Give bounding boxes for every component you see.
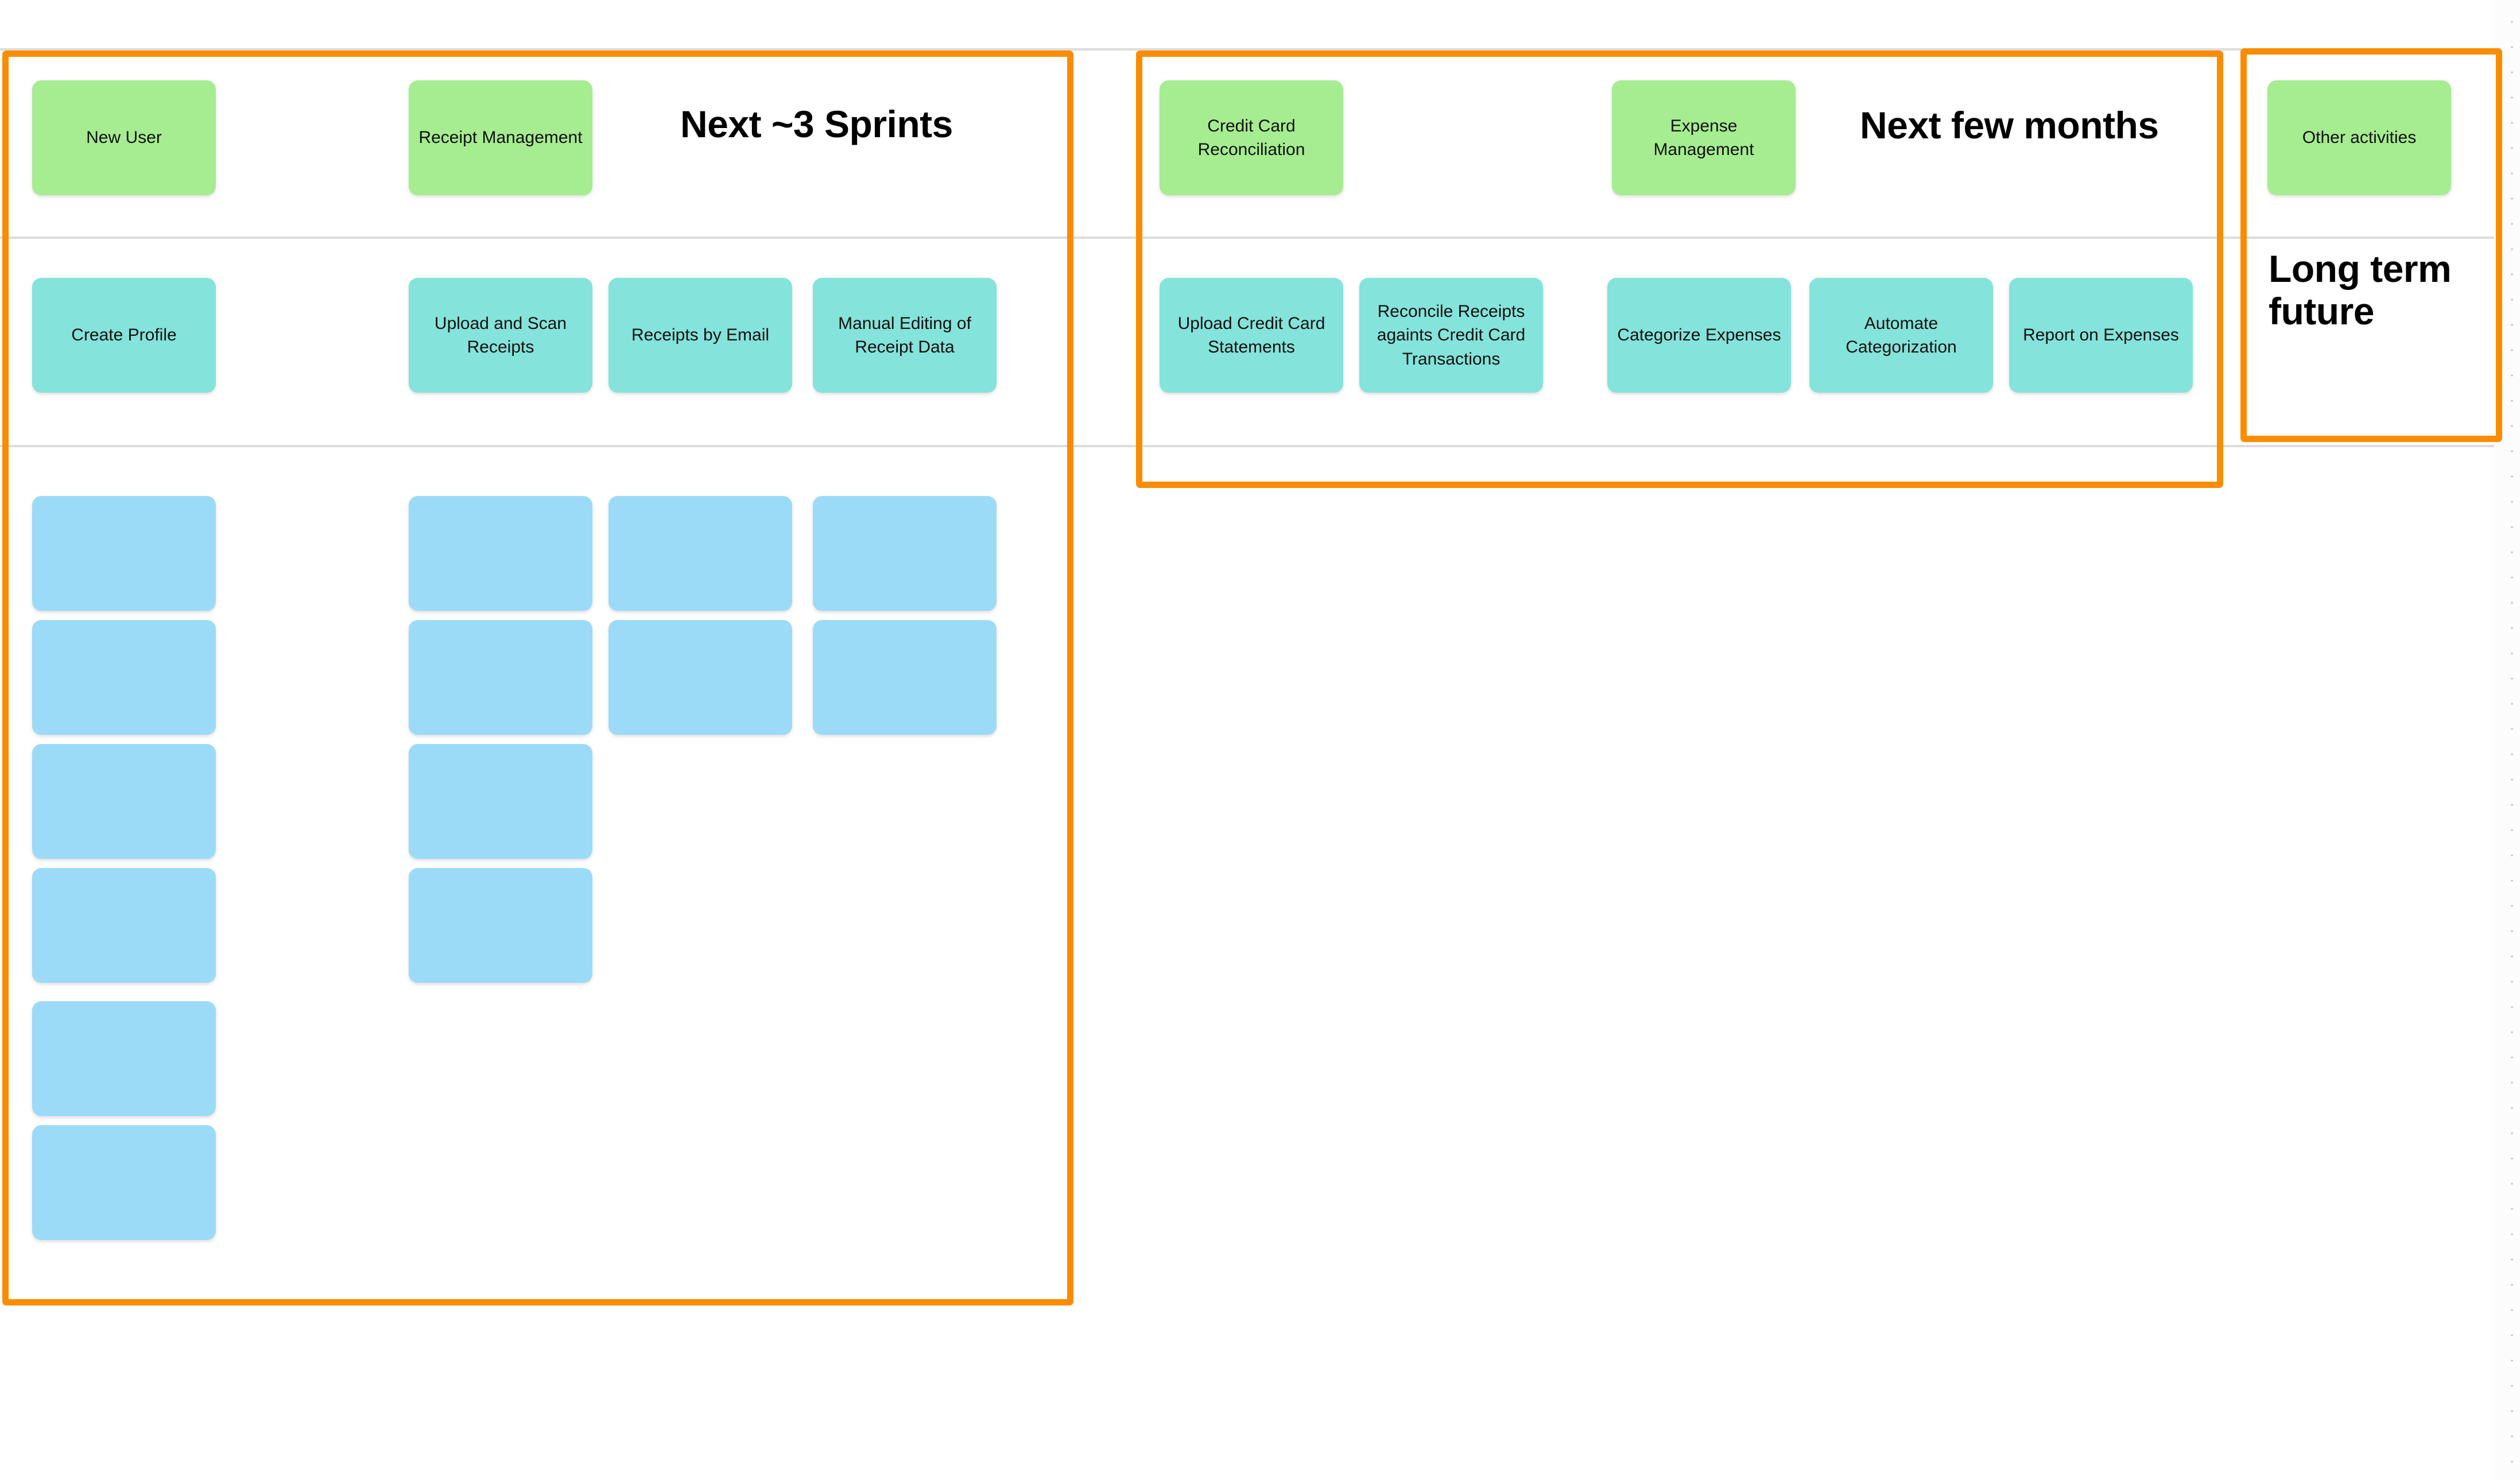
- activity-card-label: Expense Management: [1653, 116, 1754, 159]
- story-card-8[interactable]: [409, 744, 592, 859]
- story-card-0[interactable]: [32, 496, 216, 611]
- step-card-label: Upload Credit Card Statements: [1177, 313, 1325, 357]
- step-card-2[interactable]: Receipts by Email: [608, 278, 792, 393]
- step-card-label: Manual Editing of Receipt Data: [838, 313, 971, 357]
- activity-card-0[interactable]: New User: [32, 80, 216, 195]
- row-divider-activities-steps: [0, 237, 2494, 239]
- story-card-12[interactable]: [813, 496, 997, 611]
- step-card-6[interactable]: Categorize Expenses: [1607, 278, 1791, 393]
- step-card-0[interactable]: Create Profile: [32, 278, 216, 393]
- row-divider-activities-top: [0, 48, 2494, 51]
- group-next-3-sprints[interactable]: [2, 51, 1073, 1305]
- step-card-label: Upload and Scan Receipts: [434, 313, 567, 357]
- group-long-term-future[interactable]: [2240, 48, 2502, 442]
- step-card-1[interactable]: Upload and Scan Receipts: [409, 278, 592, 393]
- step-card-label: Create Profile: [71, 326, 177, 345]
- activity-card-3[interactable]: Expense Management: [1612, 80, 1796, 195]
- group-next-few-months[interactable]: [1136, 51, 2223, 488]
- story-card-13[interactable]: [813, 620, 997, 735]
- step-card-label: Reconcile Receipts againts Credit Card T…: [1377, 301, 1526, 369]
- story-card-3[interactable]: [32, 868, 216, 983]
- step-card-3[interactable]: Manual Editing of Receipt Data: [813, 278, 997, 393]
- step-card-4[interactable]: Upload Credit Card Statements: [1160, 278, 1343, 393]
- activity-card-4[interactable]: Other activities: [2267, 80, 2451, 195]
- heading-long-term-future: Long term future: [2269, 247, 2452, 332]
- story-card-5[interactable]: [32, 1125, 216, 1240]
- activity-card-label: New User: [86, 128, 162, 148]
- step-card-8[interactable]: Report on Expenses: [2009, 278, 2193, 393]
- story-card-11[interactable]: [608, 620, 792, 735]
- step-card-5[interactable]: Reconcile Receipts againts Credit Card T…: [1359, 278, 1543, 393]
- story-card-9[interactable]: [409, 868, 592, 983]
- story-card-7[interactable]: [409, 620, 592, 735]
- step-card-label: Categorize Expenses: [1617, 326, 1781, 345]
- row-divider-steps-stories: [0, 445, 2494, 447]
- story-card-2[interactable]: [32, 744, 216, 859]
- activity-card-label: Receipt Management: [418, 128, 583, 148]
- story-card-10[interactable]: [608, 496, 792, 611]
- step-card-label: Report on Expenses: [2023, 326, 2179, 345]
- heading-next-3-sprints: Next ~3 Sprints: [680, 103, 953, 145]
- activity-card-label: Other activities: [2302, 128, 2417, 148]
- step-card-label: Automate Categorization: [1846, 313, 1957, 357]
- activity-card-2[interactable]: Credit Card Reconciliation: [1160, 80, 1343, 195]
- story-card-6[interactable]: [409, 496, 592, 611]
- step-card-label: Receipts by Email: [631, 326, 770, 345]
- story-card-1[interactable]: [32, 620, 216, 735]
- story-card-4[interactable]: [32, 1001, 216, 1116]
- heading-next-few-months: Next few months: [1860, 104, 2159, 146]
- activity-card-1[interactable]: Receipt Management: [409, 80, 592, 195]
- activity-card-label: Credit Card Reconciliation: [1197, 116, 1305, 159]
- step-card-7[interactable]: Automate Categorization: [1809, 278, 1993, 393]
